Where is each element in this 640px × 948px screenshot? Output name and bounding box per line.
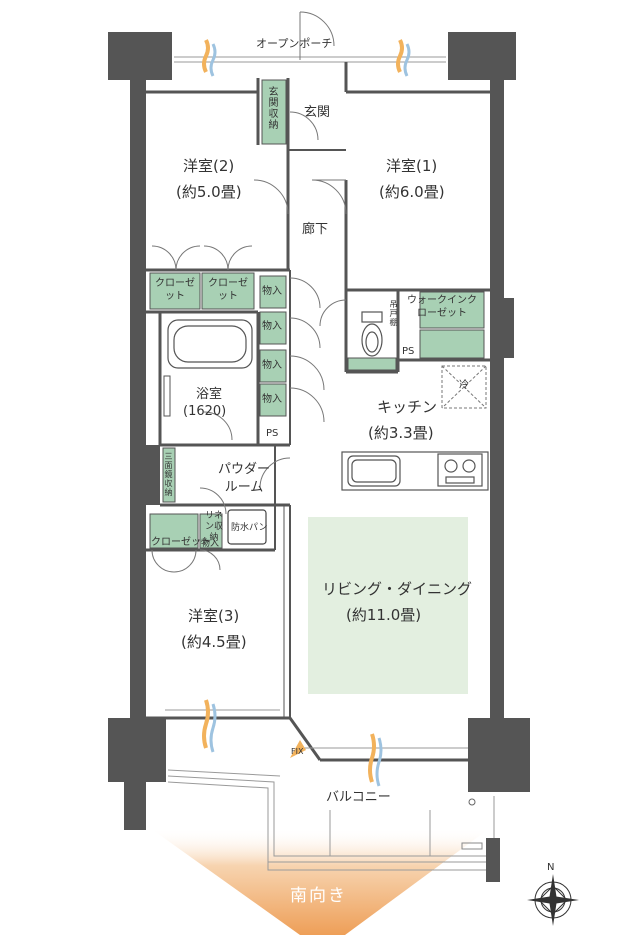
- storage-5-label: 物入: [201, 539, 220, 549]
- balcony-fixture: [468, 798, 476, 806]
- entrance-storage-label: 玄関収納: [266, 86, 277, 130]
- entrance-label: 玄関: [304, 105, 331, 120]
- ps-1-label: PS: [402, 346, 415, 357]
- powder-room-label: パウダールーム: [217, 462, 270, 495]
- door-swings: [151, 11, 347, 573]
- western-room-2-label: 洋室(2): [183, 157, 235, 175]
- airflow-icon: [202, 699, 217, 753]
- airflow-icon: [396, 39, 411, 77]
- mirror-storage-label: 三面鏡収納: [164, 452, 173, 497]
- closet-b-label: クローゼット: [208, 278, 248, 302]
- walk-in-closet-label: ウォークインクローゼット: [407, 295, 477, 319]
- living-dining-label: リビング・ダイニング: [322, 580, 473, 598]
- compass-icon: [527, 874, 579, 926]
- storage-2-label: 物入: [262, 321, 282, 332]
- closet-a-label: クローゼット: [155, 278, 195, 302]
- toilet-icon: [361, 311, 383, 357]
- hallway-label: 廊下: [302, 222, 329, 237]
- storage-1-label: 物入: [262, 286, 282, 297]
- airflow-icon: [368, 733, 383, 787]
- south-arrow-icon: [150, 828, 490, 935]
- kitchen-counter: [341, 451, 489, 491]
- balcony-label: バルコニー: [326, 790, 391, 805]
- balcony-railing: [167, 769, 500, 871]
- bathtub-icon: [163, 319, 253, 417]
- waterproof-pan-label: 防水パン: [231, 523, 268, 533]
- storage-4-label: 物入: [262, 394, 282, 405]
- living-dining-area: [308, 517, 468, 694]
- north-label: N: [547, 862, 555, 873]
- exterior-walls: [108, 32, 530, 830]
- bathroom-size: (1620): [183, 404, 227, 419]
- western-room-2-size: (約5.0畳): [176, 183, 242, 201]
- linen-storage-label: リネン収納: [204, 511, 223, 543]
- western-room-1-size: (約6.0畳): [379, 183, 445, 201]
- western-room-3-label: 洋室(3): [188, 607, 240, 625]
- fridge-space: [441, 365, 487, 409]
- open-porch-label: オープンポーチ: [256, 37, 333, 50]
- interior-walls: [146, 56, 490, 762]
- airflow-icon: [290, 740, 306, 758]
- bathroom-label: 浴室: [196, 387, 223, 402]
- storage-3-label: 物入: [262, 360, 282, 371]
- fix-window-label: FIX: [291, 747, 304, 756]
- airflow-icon: [202, 39, 217, 77]
- ps-2-label: PS: [266, 428, 279, 439]
- stove-icon: [437, 453, 483, 487]
- kitchen-size: (約3.3畳): [368, 424, 434, 442]
- living-dining-size: (約11.0畳): [346, 606, 422, 624]
- closet-3-label: クローゼット: [151, 537, 211, 548]
- kitchen-label: キッチン: [377, 398, 438, 416]
- fridge-label: 冷: [459, 380, 469, 391]
- hanging-shelf-label: 吊戸棚: [389, 300, 398, 327]
- balcony-drain: [461, 842, 483, 850]
- south-facing-label: 南向き: [290, 886, 347, 906]
- storage-blocks: [149, 79, 485, 549]
- balcony-post: [486, 838, 500, 882]
- western-room-3-size: (約4.5畳): [181, 633, 247, 651]
- waterproof-pan: [227, 509, 267, 545]
- western-room-1-label: 洋室(1): [386, 157, 438, 175]
